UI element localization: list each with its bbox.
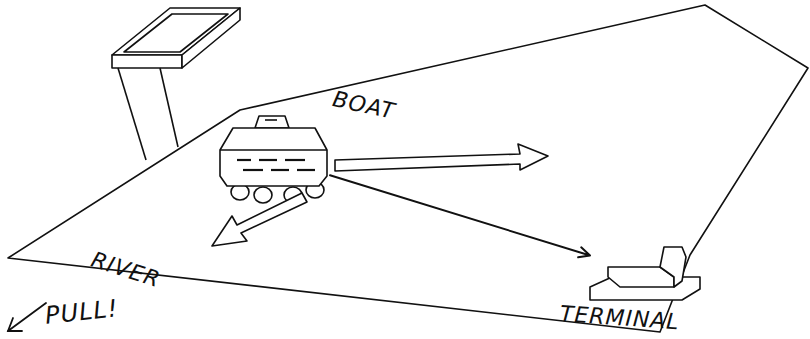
callout-label: PULL! [44, 296, 120, 328]
boat-ramp [112, 8, 240, 160]
boat-window [243, 169, 263, 171]
node-label: TERMINAL [559, 303, 680, 333]
boat-window [297, 169, 315, 171]
ramp-top [112, 8, 240, 55]
river-outline [8, 5, 808, 332]
boat-window [271, 169, 289, 171]
terminal-block: TERMINAL [590, 245, 700, 300]
boat-cabin-window [265, 119, 277, 121]
ramp-leg [160, 68, 178, 147]
boat-window [259, 159, 277, 161]
boat-cabin [255, 116, 289, 128]
direction-arrow [335, 144, 548, 171]
boat-wheel [284, 187, 302, 203]
boat-hull [220, 128, 327, 186]
ramp-leg [118, 68, 146, 160]
ramp-inner [124, 14, 228, 52]
terminal-outline [590, 247, 700, 300]
boat-window [237, 159, 251, 161]
river-surface [8, 5, 808, 332]
ramp-side [182, 8, 240, 68]
boat-wheel [254, 187, 272, 203]
boat-deck-edge [220, 149, 327, 151]
direction-arrow [212, 193, 307, 246]
direction-arrow [330, 175, 590, 257]
ramp-front [112, 55, 182, 68]
boat-vehicle: BOAT [215, 110, 330, 205]
node-outline [215, 110, 330, 205]
terminal-back [660, 247, 686, 287]
boat-outline [220, 116, 327, 203]
node-outline [590, 245, 700, 300]
boat-window [285, 159, 305, 161]
pull-arrow-shaft [8, 303, 46, 331]
pull-arrow-head [8, 318, 22, 331]
pull-arrow [8, 303, 46, 331]
